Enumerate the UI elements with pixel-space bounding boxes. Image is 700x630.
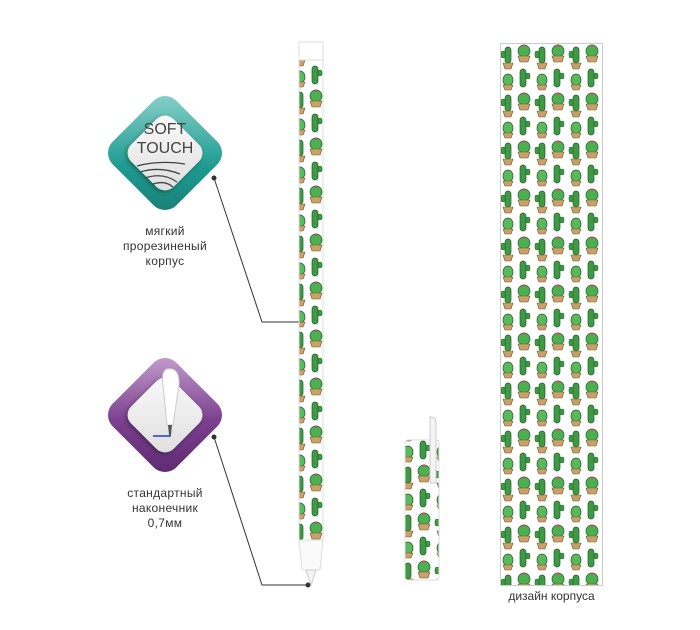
soft-touch-title: SOFT TOUCH [136,121,194,157]
design-label: дизайн корпуса [508,589,595,603]
pen-image [298,41,324,587]
waves-icon [136,161,186,188]
body-design-pattern [500,43,603,586]
pen-cap-image [404,416,440,581]
soft-touch-caption: мягкий прорезиненый корпус [123,224,207,268]
tip-caption: стандартный наконечник 0,7мм [127,486,203,530]
pen-tip-icon [153,368,180,437]
